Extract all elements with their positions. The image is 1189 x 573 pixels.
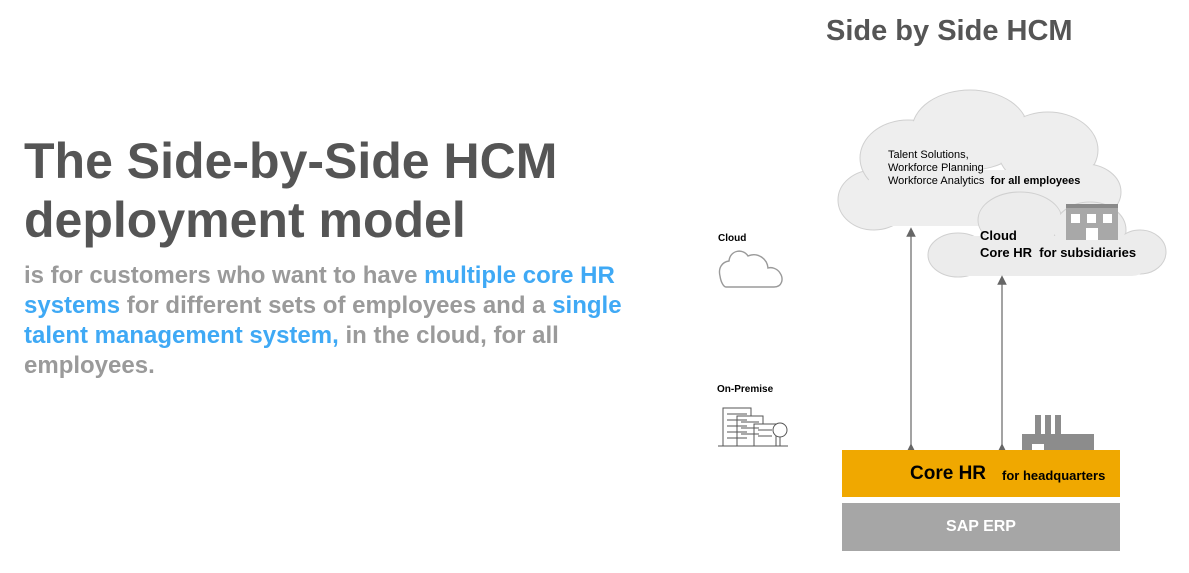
talent-line-3-text: Workforce Analytics — [888, 175, 985, 187]
core-hr-bar — [842, 450, 1120, 497]
subsidiary-line-2: Core HR for subsidiaries — [980, 244, 1136, 261]
talent-line-3: Workforce Analytics for all employees — [888, 175, 1080, 188]
page-headline: The Side-by-Side HCM deployment model — [24, 132, 684, 250]
headline-line-1: The Side-by-Side HCM — [24, 133, 558, 189]
talent-line-1: Talent Solutions, — [888, 149, 969, 161]
talent-scope: for all employees — [990, 175, 1081, 187]
description-text: is for customers who want to have multip… — [24, 261, 684, 381]
description-part-2: for different sets of employees and a — [120, 292, 553, 319]
description-part-1: is for customers who want to have — [24, 262, 425, 289]
talent-cloud-text: Talent Solutions, Workforce Planning Wor… — [888, 149, 1080, 188]
on-premise-building-icon — [718, 407, 788, 447]
sap-erp-label: SAP ERP — [946, 518, 1016, 535]
cloud-legend-icon — [718, 250, 783, 288]
office-building-icon — [1066, 204, 1118, 240]
talent-line-2: Workforce Planning — [888, 162, 984, 174]
headquarters-label: for headquarters — [1002, 468, 1106, 483]
highlight-single-talent: single talent management system, — [24, 292, 622, 349]
core-hr-label: Core HR — [910, 463, 987, 484]
on-premise-legend-label: On-Premise — [717, 384, 774, 395]
highlight-multiple-core-hr: multiple core HR systems — [24, 262, 615, 319]
diagram-title: Side by Side HCM — [826, 15, 1073, 47]
description-part-3: in the cloud, for all employees. — [24, 322, 559, 379]
subsidiary-core-hr: Core HR — [980, 245, 1033, 260]
subsidiary-cloud-text: Cloud Core HR for subsidiaries — [980, 227, 1136, 261]
subsidiary-line-1: Cloud — [980, 228, 1017, 243]
cloud-legend-label: Cloud — [718, 233, 747, 244]
subsidiary-scope: for subsidiaries — [1039, 245, 1137, 260]
sap-erp-bar — [842, 503, 1120, 551]
headline-line-2: deployment model — [24, 192, 466, 248]
